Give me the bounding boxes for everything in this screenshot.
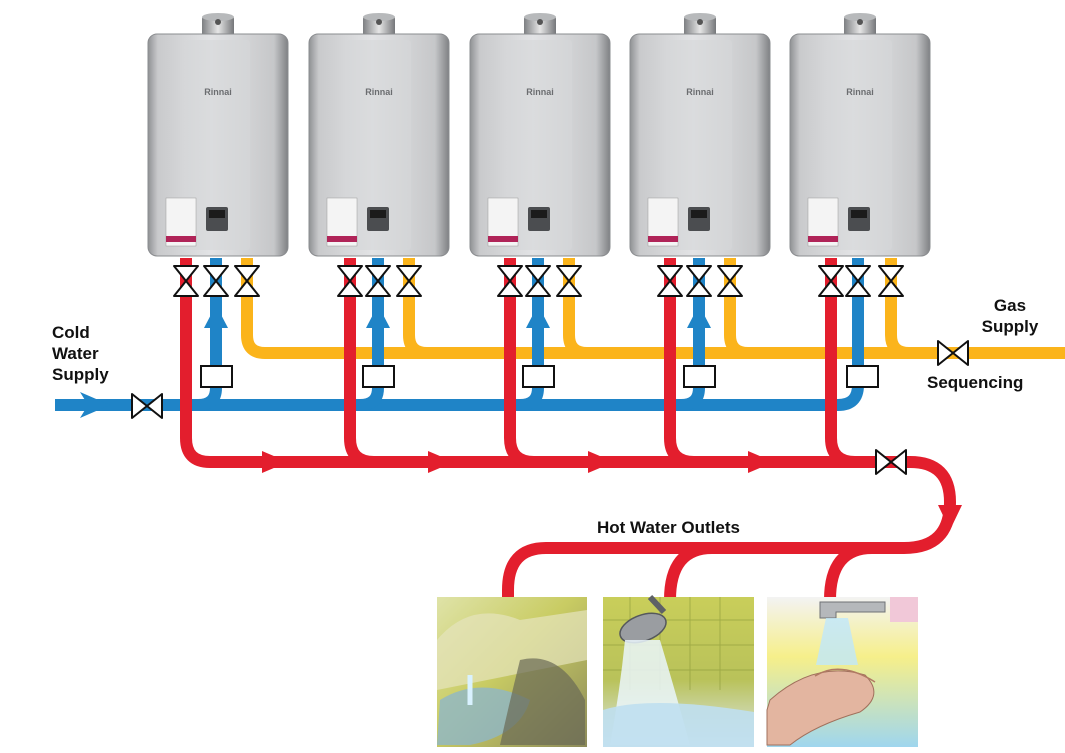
cold-upflow-arrow [526,305,550,328]
water-heater-unit: Rinnai [789,13,931,257]
cold-upflow-arrow [687,305,711,328]
shutoff-valve [717,265,743,297]
flow-sensor-box [200,365,233,388]
hot-flow-arrow [748,451,774,473]
shutoff-valve [686,265,712,297]
flow-direction-arrows [80,305,962,530]
water-heater-unit: Rinnai [629,13,771,257]
cold-water-label-line-1: Cold [52,323,90,342]
svg-text:Rinnai: Rinnai [365,87,393,97]
svg-text:Rinnai: Rinnai [846,87,874,97]
basin-outlet-illustration [766,597,918,747]
cold-inlet-arrow [80,392,110,418]
gas-pipe-network [241,258,1065,359]
shutoff-valve [396,265,422,297]
hot-flow-arrow [588,451,614,473]
flow-sensor-box [522,365,555,388]
shutoff-valve [203,265,229,297]
shower-outlet-illustration [603,594,754,747]
shutoff-valve [173,265,199,297]
shutoff-valve [497,265,523,297]
water-heater-unit: Rinnai [308,13,450,257]
flow-sensor-box [846,365,879,388]
gas-supply-valve [937,340,969,366]
shutoff-valve [365,265,391,297]
flow-sensor-box [683,365,716,388]
hot-flow-arrow [262,451,288,473]
cold-supply-valve [131,393,163,419]
shutoff-valve [525,265,551,297]
hot-flow-arrow [428,451,454,473]
svg-text:Rinnai: Rinnai [204,87,232,97]
hot-water-outlets-label: Hot Water Outlets [597,518,740,537]
water-heater-unit: Rinnai [469,13,611,257]
valves [131,265,969,475]
gas-label-line-2: Supply [981,317,1039,336]
svg-text:Rinnai: Rinnai [526,87,554,97]
shutoff-valve [818,265,844,297]
shutoff-valve [878,265,904,297]
hot-water-pipe-network [180,258,957,601]
flow-sensor-box [362,365,395,388]
water-heater-unit: Rinnai [147,13,289,257]
cold-water-label-line-3: Supply [52,365,109,384]
sink-outlet-illustration [437,597,587,747]
gas-label-line-1: Gas [993,296,1027,315]
hot-flow-arrow [938,505,962,530]
cold-water-supply-label: Cold Water Supply [52,322,109,385]
shutoff-valve [845,265,871,297]
hot-main-valve [875,449,907,475]
cold-upflow-arrow [366,305,390,328]
svg-text:Rinnai: Rinnai [686,87,714,97]
flow-sensor-boxes [200,365,879,388]
shutoff-valve [657,265,683,297]
cold-upflow-arrow [204,305,228,328]
cold-water-label-line-2: Water [52,344,99,363]
cold-water-pipe-network [55,258,864,411]
shutoff-valve [556,265,582,297]
sequencing-label: Sequencing [927,373,1024,392]
shutoff-valve [234,265,260,297]
gas-supply-label: Gas Supply [980,295,1040,337]
shutoff-valve [337,265,363,297]
